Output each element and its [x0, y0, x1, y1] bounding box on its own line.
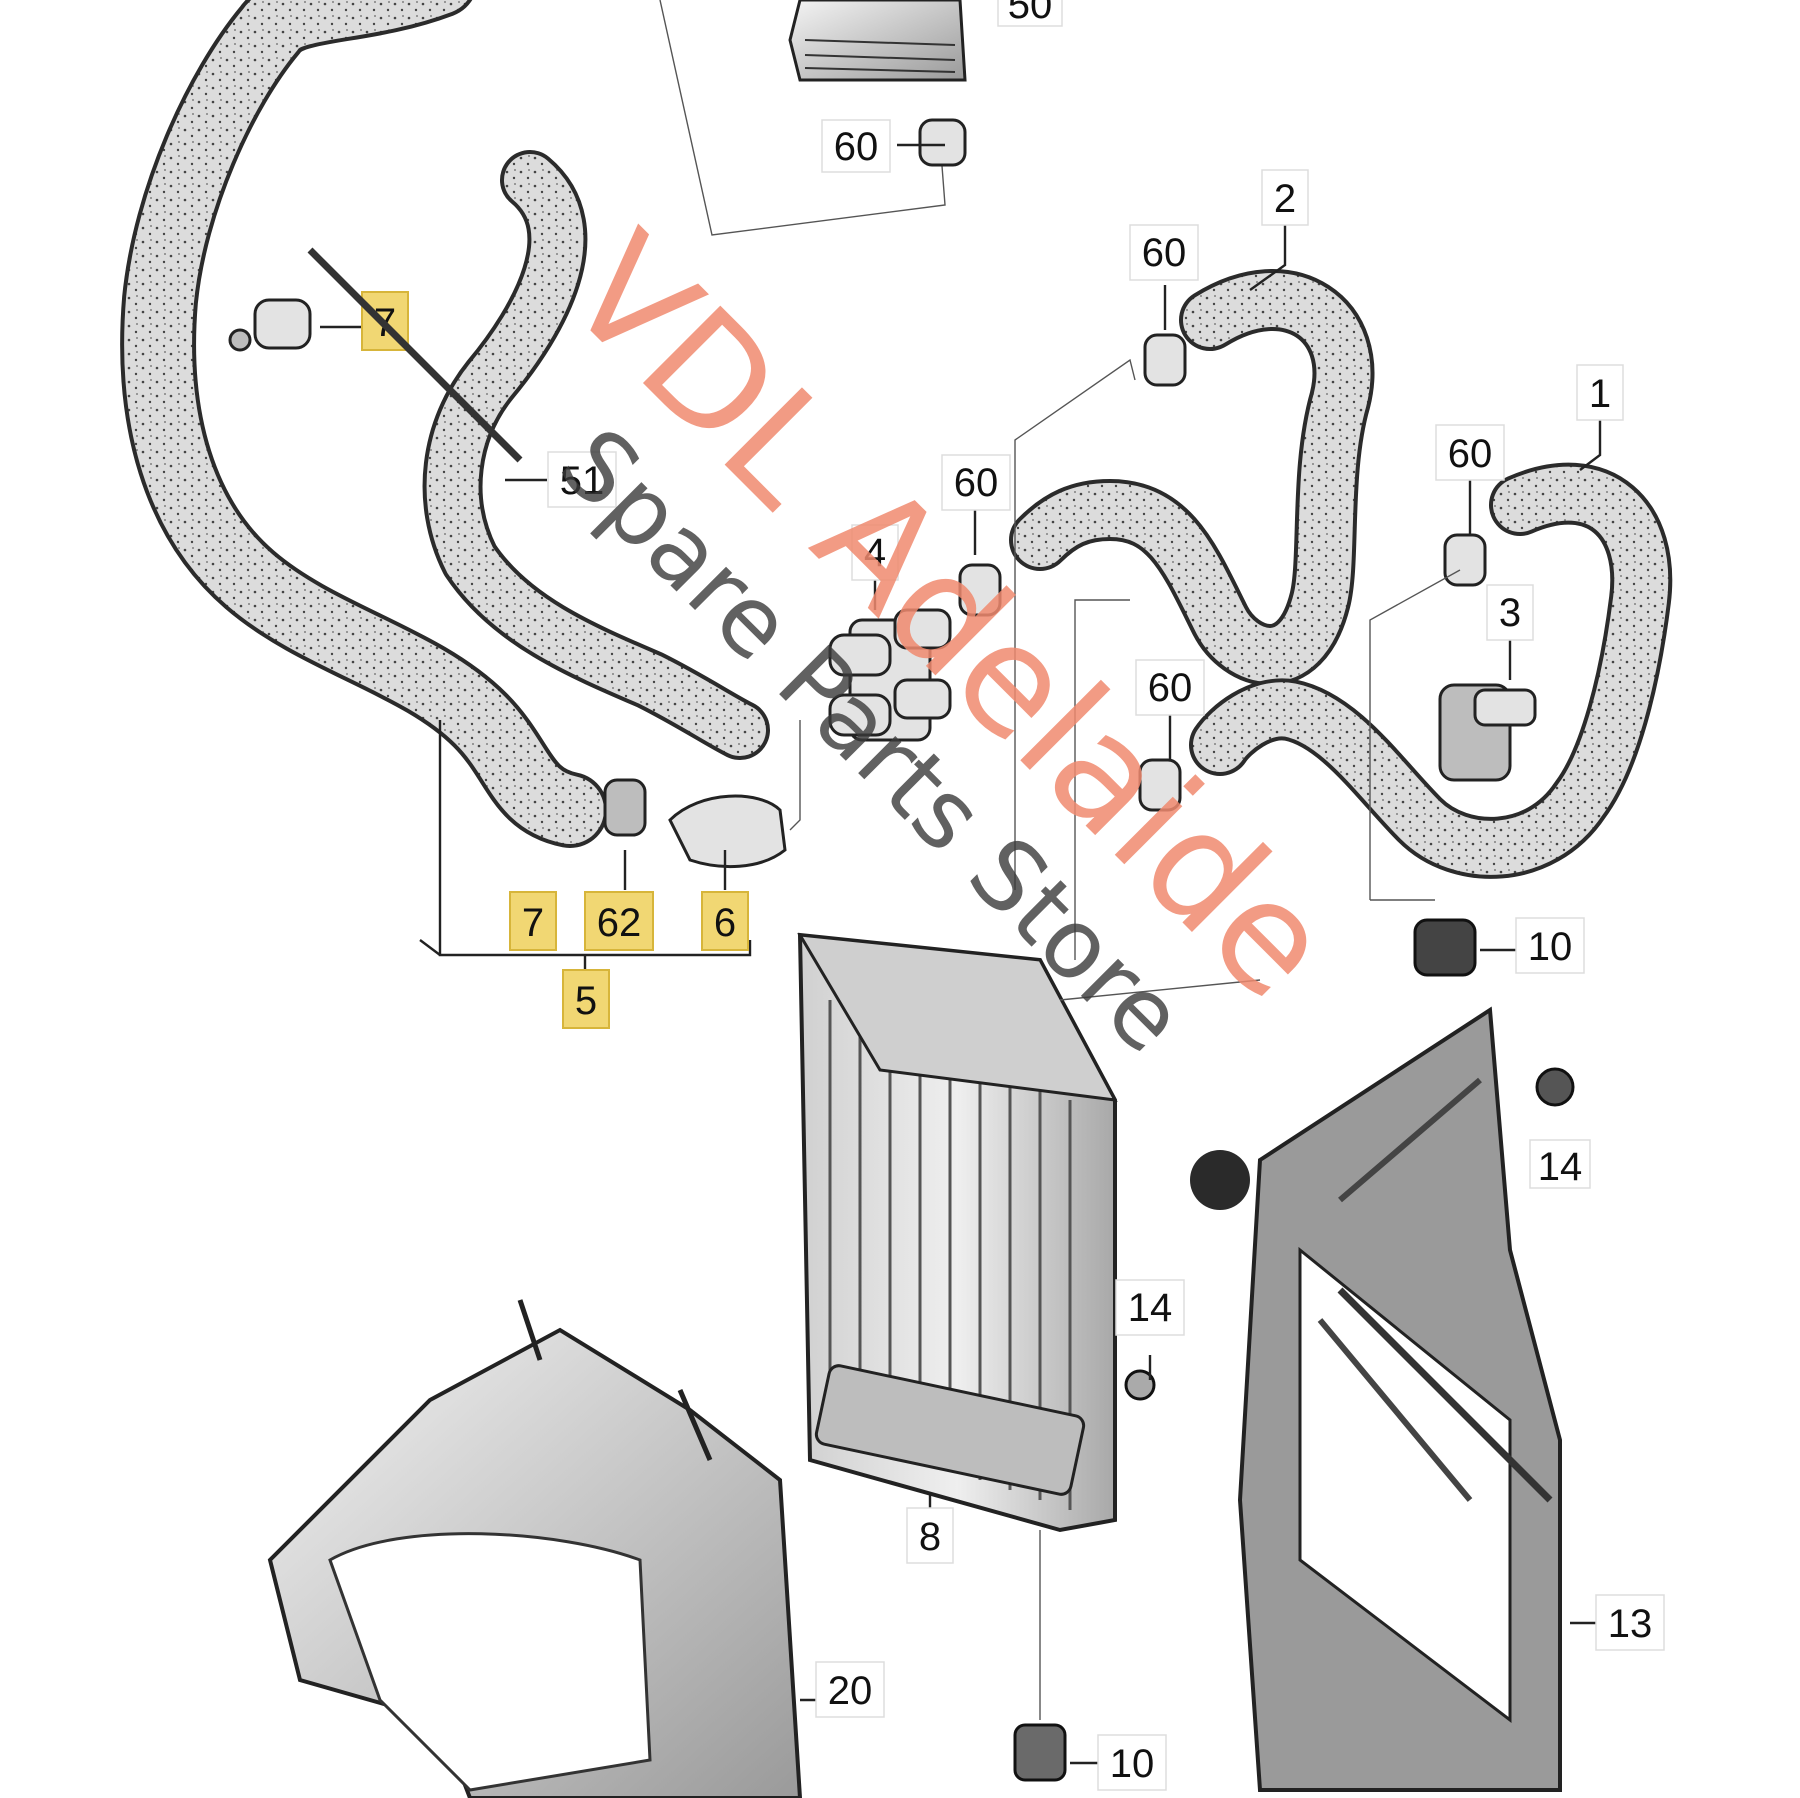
hose-51 — [422, 150, 770, 760]
svg-text:10: 10 — [1110, 1742, 1155, 1786]
svg-text:6: 6 — [714, 901, 736, 945]
callout-2: 2 — [1261, 169, 1309, 226]
dash-lines — [789, 358, 1461, 1720]
callout-20: 20 — [815, 1661, 885, 1718]
svg-text:60: 60 — [954, 461, 999, 505]
svg-text:20: 20 — [828, 1669, 873, 1713]
radiator-8 — [797, 932, 1118, 1533]
callout-14: 14 — [1529, 1139, 1591, 1189]
callout-60: 60 — [821, 119, 891, 173]
svg-text:8: 8 — [919, 1515, 941, 1559]
callout-50: 50 — [997, 0, 1063, 27]
callout-1: 1 — [1576, 364, 1624, 421]
air-duct-20 — [267, 1299, 803, 1798]
hose-2 — [1009, 269, 1375, 686]
svg-text:50: 50 — [1008, 0, 1053, 27]
callout-60: 60 — [1435, 424, 1505, 481]
callout-60: 60 — [1129, 224, 1199, 281]
clamp-62 — [603, 778, 647, 837]
mount-10-bottom — [1013, 1723, 1067, 1782]
clamps-60 — [918, 118, 1487, 812]
callout-60: 60 — [1135, 659, 1205, 716]
bracket-13 — [1190, 1006, 1562, 1792]
svg-text:10: 10 — [1528, 925, 1573, 969]
elbow-6 — [668, 794, 787, 868]
svg-text:3: 3 — [1499, 591, 1521, 635]
dash-frame-top — [659, 0, 946, 236]
clip-7 — [228, 298, 312, 352]
svg-text:60: 60 — [1148, 666, 1193, 710]
callout-3: 3 — [1486, 584, 1534, 641]
svg-text:5: 5 — [575, 979, 597, 1023]
callout-10: 10 — [1097, 1734, 1167, 1791]
callout-62-highlighted: 62 — [584, 891, 654, 951]
mount-10-top — [1413, 918, 1477, 977]
callout-60: 60 — [941, 454, 1011, 511]
svg-text:7: 7 — [522, 901, 544, 945]
connector-4 — [828, 608, 952, 742]
callout-13: 13 — [1595, 1594, 1665, 1651]
callout-10: 10 — [1515, 917, 1585, 974]
svg-text:51: 51 — [560, 459, 605, 503]
hose-1 — [1189, 462, 1673, 879]
callout-51: 51 — [547, 451, 617, 508]
svg-text:13: 13 — [1608, 1602, 1653, 1646]
callout-5-highlighted: 5 — [562, 969, 610, 1029]
nut-14 — [1124, 1067, 1575, 1401]
callout-6-highlighted: 6 — [701, 891, 749, 951]
svg-text:60: 60 — [1142, 231, 1187, 275]
svg-text:2: 2 — [1274, 177, 1296, 221]
svg-text:60: 60 — [1448, 432, 1493, 476]
callout-4: 4 — [851, 524, 899, 581]
thermostat-3 — [1438, 683, 1537, 782]
svg-text:4: 4 — [864, 531, 886, 575]
svg-text:14: 14 — [1538, 1145, 1583, 1189]
oil-cooler-part — [788, 0, 967, 82]
hose-main-outer — [120, 0, 608, 848]
callout-14: 14 — [1115, 1279, 1185, 1336]
callout-7-highlighted: 7 — [509, 891, 557, 951]
callout-8: 8 — [906, 1507, 954, 1564]
svg-text:14: 14 — [1128, 1286, 1173, 1330]
svg-text:60: 60 — [834, 125, 879, 169]
svg-text:62: 62 — [597, 901, 642, 945]
svg-text:1: 1 — [1589, 372, 1611, 416]
